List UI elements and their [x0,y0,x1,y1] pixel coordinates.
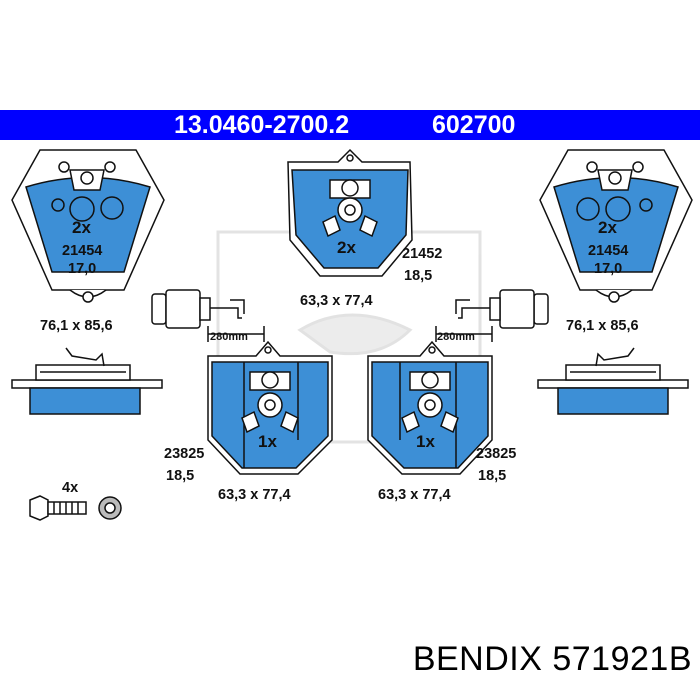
bottom-left-pad [207,340,333,475]
left-pad-qty: 2x [72,218,91,237]
reference-number: 602700 [432,111,516,139]
bottom-right-pad-size: 63,3 x 77,4 [378,487,451,503]
right-pad-thickness: 17,0 [594,261,622,277]
top-center-pad [287,148,413,277]
footer-label: BENDIX 571921B [412,640,692,678]
right-sensor-length: 280mm [437,331,475,343]
left-pad-size: 76,1 x 85,6 [40,318,113,334]
top-center-pad-qty: 2x [337,238,356,257]
bottom-left-pad-qty: 1x [258,432,277,451]
header-bar: 13.0460-2700.2 602700 [0,110,700,140]
bolts-qty: 4x [62,480,78,496]
left-sensor-length: 280mm [210,331,248,343]
bottom-right-pad [367,340,493,475]
left-wear-sensor [151,289,265,342]
top-center-pad-size: 63,3 x 77,4 [300,293,373,309]
washer-icon [98,496,122,520]
left-pad-code: 21454 [62,243,102,259]
top-center-pad-thickness: 18,5 [404,268,432,284]
bottom-left-pad-thickness: 18,5 [166,468,194,484]
left-side-view [11,347,163,415]
bottom-left-pad-code: 23825 [164,446,204,462]
left-pad [11,149,165,303]
bottom-right-pad-code: 23825 [476,446,516,462]
right-pad [539,149,693,303]
bottom-right-pad-qty: 1x [416,432,435,451]
part-number: 13.0460-2700.2 [174,111,350,139]
right-pad-code: 21454 [588,243,628,259]
right-pad-qty: 2x [598,218,617,237]
top-center-pad-code: 21452 [402,246,442,262]
bottom-right-pad-thickness: 18,5 [478,468,506,484]
right-wear-sensor [435,289,549,342]
bolt-icon [29,495,87,521]
bottom-left-pad-size: 63,3 x 77,4 [218,487,291,503]
right-pad-size: 76,1 x 85,6 [566,318,639,334]
left-pad-thickness: 17,0 [68,261,96,277]
right-side-view [537,347,689,415]
